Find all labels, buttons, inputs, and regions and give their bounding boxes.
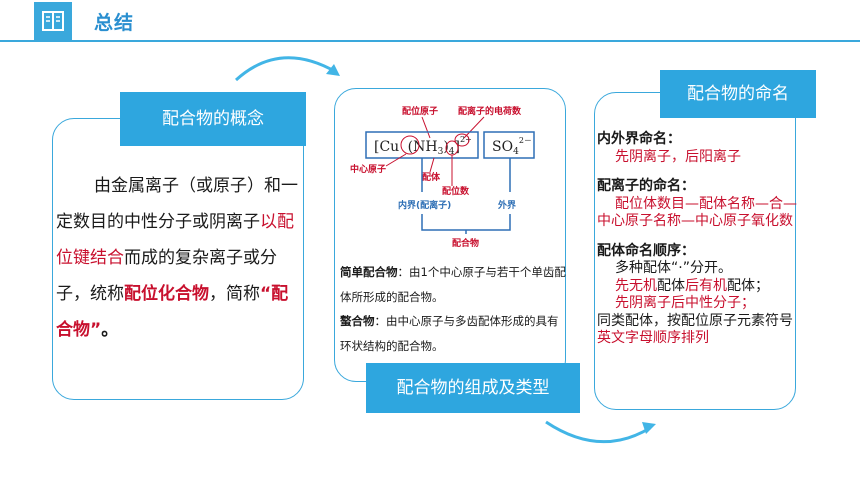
def-part-5: ，简称 (209, 284, 260, 304)
formula-so: SO (492, 139, 513, 155)
page-title: 总结 (94, 12, 135, 34)
formula-sub4: 4 (449, 147, 455, 157)
naming-heading-2: 配离子的命名： (597, 178, 695, 194)
arrow-head-2 (642, 422, 656, 434)
naming-rule-1: 先阴离子，后阳离子 (615, 148, 741, 165)
naming-heading-1: 内外界命名： (597, 131, 681, 147)
composition-tag: 配合物的组成及类型 (366, 363, 580, 413)
book-icon (42, 11, 64, 31)
header-icon-box (34, 2, 72, 40)
def-short-name: “配合物” (56, 284, 289, 340)
label-coord-number: 配位数 (442, 185, 470, 197)
chelate-text: ：由中心原子与多齿配体形成的具有环状结构的配合物。 (340, 314, 559, 353)
naming-heading-3: 配体命名顺序： (597, 242, 695, 259)
formula-nh: (NH (408, 139, 438, 155)
def-part-3: 而成的复杂离子或分子，统称 (56, 248, 277, 304)
composition-panel (334, 88, 566, 382)
label-outer-sphere: 外界 (497, 199, 516, 211)
svg-text:SO42－: SO42－ (492, 136, 532, 157)
formula-so-charge: 2－ (519, 136, 532, 145)
naming-rules: 内外界命名： 先阴离子，后阳离子 配离子的命名： 配位体数目—配体名称—合—中心… (597, 131, 797, 348)
label-ion-charge: 配离子的电荷数 (458, 105, 522, 117)
outer-sphere-box (483, 131, 535, 159)
svg-text:[Cu (NH3)4]2+: [Cu (NH3)4]2+ (374, 135, 472, 157)
ligand-rule-3: 先阴离子后中性分子； (615, 295, 755, 311)
label-central-atom: 中心原子 (350, 163, 386, 175)
ligand-rule-1: 多种配体“·”分开。 (615, 260, 732, 276)
label-coordinating-atom: 配位原子 (402, 105, 438, 117)
concept-tag: 配合物的概念 (120, 92, 306, 146)
simple-complex-label: 简单配合物 (340, 265, 398, 279)
def-part-1: 由金属离子（或原子）和一定数目的中性分子或阴离子 (56, 176, 298, 232)
simple-complex-text: ：由1个中心原子与若干个单齿配体所形成的配合物。 (340, 265, 566, 304)
composition-types: 简单配合物：由1个中心原子与若干个单齿配体所形成的配合物。螯合物：由中心原子与多… (340, 260, 566, 358)
label-ligand: 配体 (422, 171, 441, 183)
formula-so-sub: 4 (513, 147, 519, 157)
header-divider (0, 40, 860, 42)
naming-rule-2: 配位体数目—配体名称—合—中心原子名称—中心原子氧化数 (597, 195, 797, 230)
def-period: 。 (101, 320, 119, 340)
label-complex: 配合物 (452, 237, 479, 249)
concept-panel (52, 118, 304, 400)
naming-panel (594, 92, 796, 410)
naming-tag: 配合物的命名 (660, 70, 816, 118)
formula-cu: [Cu (374, 139, 399, 155)
ligand-rule-4: 同类配体，按配位原子元素符号英文字母顺序排列 (597, 312, 793, 347)
concept-definition: 由金属离子（或原子）和一定数目的中性分子或阴离子以配位键结合而成的复杂离子或分子… (56, 168, 302, 348)
def-coordinate-bond: 以配位键结合 (56, 212, 294, 268)
chelate-label: 螯合物 (340, 314, 375, 328)
label-inner-sphere: 内界(配离子) (398, 199, 451, 211)
arrow-head-1 (326, 64, 340, 76)
composition-diagram: 配位原子 配离子的电荷数 [Cu (NH3)4]2+ SO42－ 中心原子 配体… (350, 105, 535, 249)
formula-charge: 2+ (460, 135, 472, 144)
formula-sub3: 3 (438, 147, 444, 157)
formula-bracket: ] (455, 139, 460, 155)
def-term: 配位化合物 (124, 284, 209, 304)
ligand-rule-2: 先无机配体后有机配体； (615, 277, 769, 294)
